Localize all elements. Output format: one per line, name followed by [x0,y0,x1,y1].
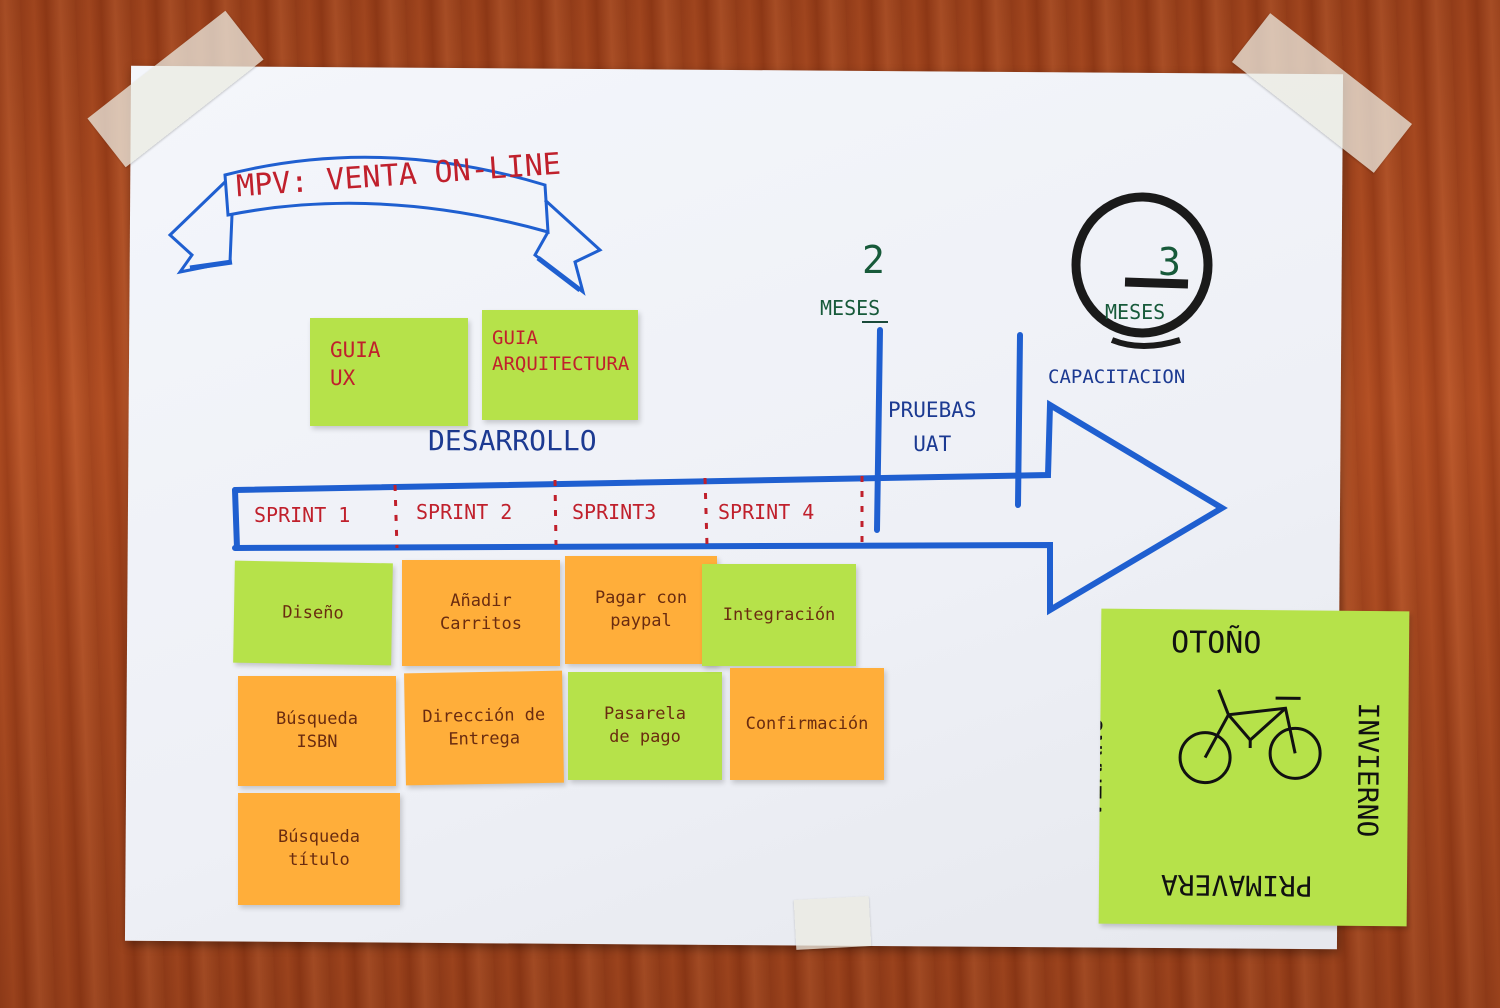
note-direccion-entrega: Dirección de Entrega [404,670,564,786]
note-diseno: Diseño [233,560,393,666]
banner-ribbon-icon [167,155,603,296]
phase-pruebas-uat: PRUEBAS UAT [888,398,977,456]
note-busqueda-titulo: Búsqueda título [238,793,400,905]
timeline-arrow-icon [232,327,1228,616]
note-guia-ux: GUIA UX [310,318,468,426]
phase-capacitacion: CAPACITACION [1048,366,1186,388]
phase-desarrollo: DESARROLLO [428,424,597,457]
milestone-1-unit: MESES [820,296,881,320]
sprint-3-label: SPRINT3 [572,500,657,524]
sprint-4-label: SPRINT 4 [718,500,815,524]
bicycle-icon [1178,689,1322,785]
sprint-1-label: SPRINT 1 [254,503,351,527]
sprint-2-label: SPRINT 2 [416,500,513,524]
milestone-2-number: 3 [1158,240,1181,284]
sprint-dividers [393,476,864,549]
note-pasarela-pago: Pasarela de pago [568,672,722,780]
clock-icon [1071,192,1213,349]
note-pagar-paypal: Pagar con paypal [565,556,717,664]
note-guia-arquitectura: GUIA ARQUITECTURA [482,310,638,420]
note-anadir-carritos: Añadir Carritos [402,560,560,666]
note-busqueda-isbn: Búsqueda ISBN [238,676,396,786]
milestone-1-number: 2 [862,238,885,282]
note-seasons: OTOÑO VERANO INVIERNO PRIMAVERA [1098,608,1410,927]
note-confirmacion: Confirmación [730,668,884,780]
milestone-2-unit: MESES [1105,300,1166,324]
note-integracion: Integración [702,564,856,666]
